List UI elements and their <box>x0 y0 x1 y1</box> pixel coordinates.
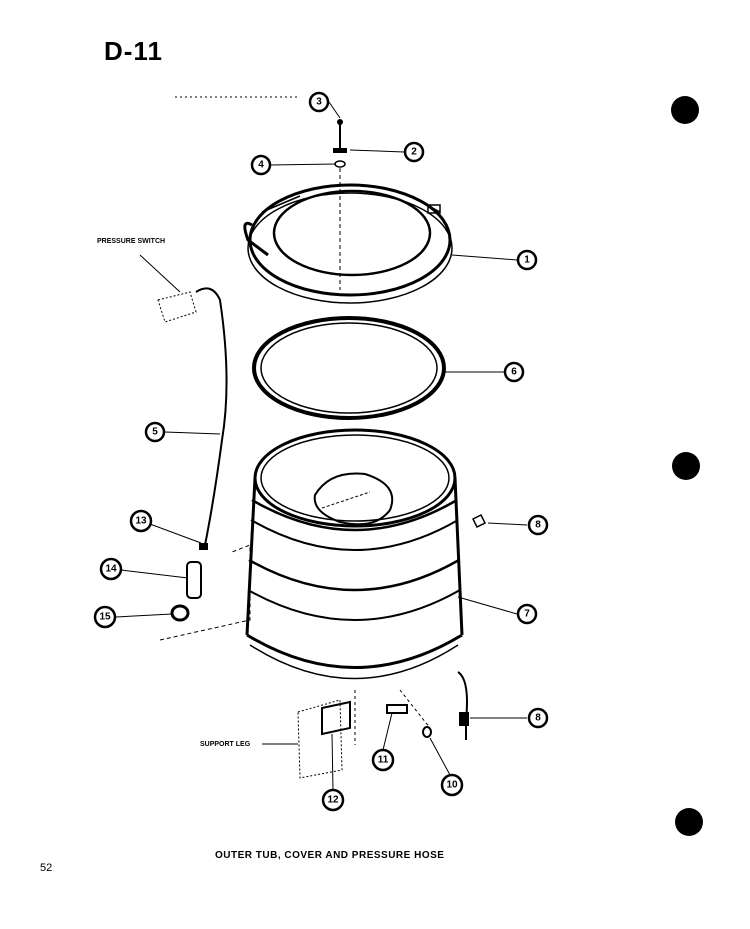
air-dome-part <box>186 561 202 599</box>
outer-tub-part <box>245 428 464 680</box>
callout-1-circle <box>516 249 538 271</box>
callout-9: 8 <box>535 713 541 724</box>
hose-fitting-part <box>170 604 190 622</box>
page-code: D-11 <box>104 36 163 66</box>
callout-12: 12 <box>327 795 339 806</box>
callout-15: 15 <box>99 612 111 623</box>
callout-8-circle <box>527 514 549 536</box>
page-number: 52 <box>40 862 53 874</box>
pressure-switch-part <box>157 287 228 546</box>
figure-caption: OUTER TUB, COVER AND PRESSURE HOSE <box>215 850 445 861</box>
callout-12-circle <box>321 788 345 812</box>
callout-6: 6 <box>511 367 517 378</box>
callout-5-circle <box>144 421 166 443</box>
callout-7: 7 <box>524 609 530 620</box>
callout-14-circle <box>99 557 123 581</box>
callout-7-circle <box>516 603 538 625</box>
screw-part-10 <box>422 726 432 738</box>
callout-3: 3 <box>316 97 322 108</box>
callout-15-circle <box>93 605 117 629</box>
binder-hole-middle <box>672 452 700 480</box>
callout-11-circle <box>371 748 395 772</box>
callout-4: 4 <box>258 160 264 171</box>
callout-11: 11 <box>378 755 389 766</box>
callout-13-circle <box>129 509 153 533</box>
callout-2-circle <box>403 141 425 163</box>
callout-3-circle <box>308 91 330 113</box>
binder-hole-top <box>671 96 699 124</box>
clip-part-11 <box>386 704 408 714</box>
tub-cover-part <box>243 183 453 304</box>
callout-1: 1 <box>524 255 530 266</box>
bracket-part-8 <box>471 513 487 529</box>
callout-10: 10 <box>446 780 458 791</box>
ground-strap-part <box>457 671 468 740</box>
callout-8: 8 <box>535 520 541 531</box>
binder-hole-bottom <box>675 808 703 836</box>
support-leg-part <box>297 690 356 779</box>
callout-13: 13 <box>135 516 147 527</box>
screw-part <box>333 119 347 153</box>
gasket-ring-part <box>252 316 446 420</box>
washer-part <box>334 160 346 168</box>
callout-9-circle <box>527 707 549 729</box>
callout-2: 2 <box>411 147 417 158</box>
pressure-switch-label: PRESSURE SWITCH <box>97 238 165 245</box>
hose-clamp-part <box>199 543 208 550</box>
callout-14: 14 <box>105 564 117 575</box>
callout-6-circle <box>503 361 525 383</box>
callout-4-circle <box>250 154 272 176</box>
callout-10-circle <box>440 773 464 797</box>
support-leg-label: SUPPORT LEG <box>200 741 251 748</box>
callout-5: 5 <box>152 427 158 438</box>
